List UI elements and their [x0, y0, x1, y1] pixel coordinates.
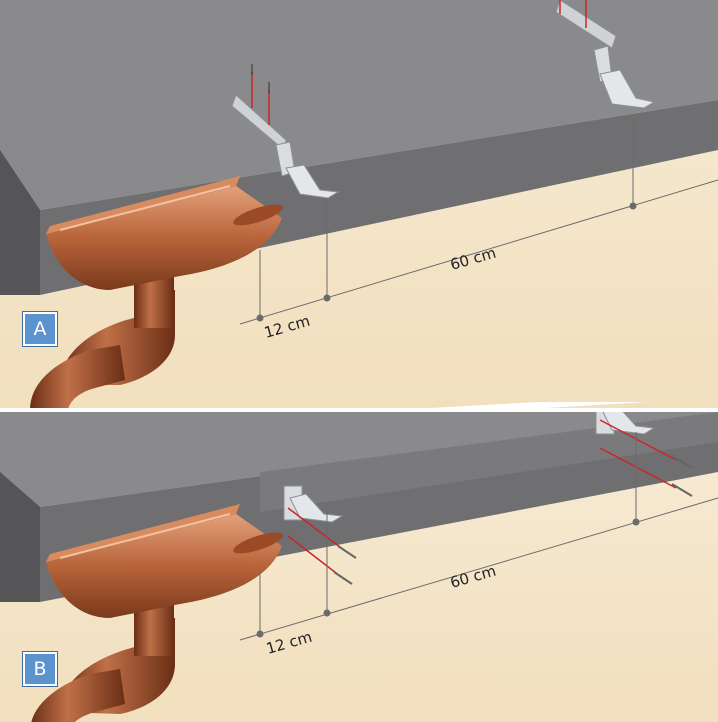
panel-b-illustration: 60 cm 12 cm [0, 412, 718, 722]
bracket-2 [555, 0, 656, 109]
panel-b: 60 cm 12 cm B [0, 412, 718, 722]
panel-label-badge: B [23, 652, 57, 686]
bracket-1 [231, 64, 340, 199]
roof-side-edge [0, 472, 40, 602]
dimension-lines [239, 118, 718, 325]
copper-gutter [30, 176, 283, 408]
bracket-1 [283, 485, 357, 585]
dimension-points [256, 518, 640, 638]
dimension-points [256, 202, 637, 322]
bracket-2 [595, 412, 693, 497]
panel-label-badge: A [23, 312, 57, 346]
panel-separator [0, 402, 649, 414]
roof-side-edge [0, 150, 40, 295]
panel-a-illustration: 60 cm 12 cm [0, 0, 718, 408]
copper-gutter [31, 504, 283, 722]
roof-top-surface [0, 0, 718, 210]
panel-a: 60 cm 12 cm A [0, 0, 718, 408]
